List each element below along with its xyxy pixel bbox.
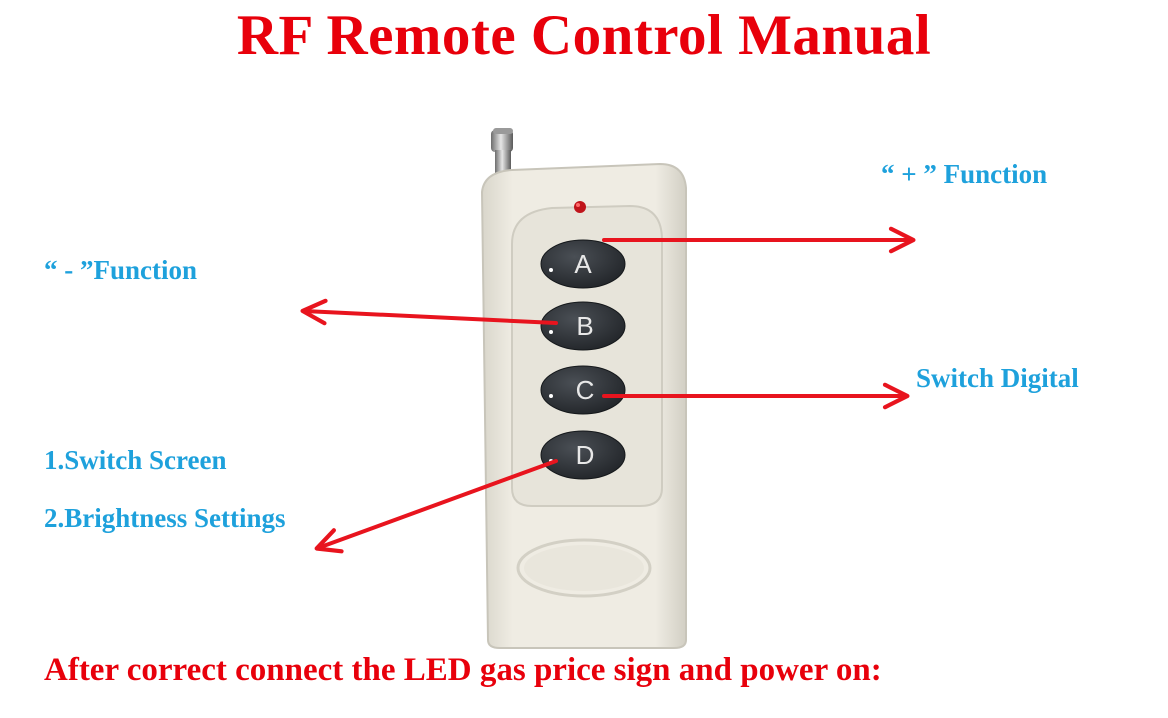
switch-screen-label: 1.Switch Screen [44, 445, 227, 475]
button-panel [511, 204, 663, 507]
arrow-d-screen-brightness [314, 459, 558, 554]
button-a-label: A [574, 249, 592, 279]
button-d: D [540, 430, 626, 480]
brightness-settings-label: 2.Brightness Settings [44, 503, 286, 533]
button-c-label: C [576, 375, 595, 405]
button-b: B [540, 301, 626, 351]
button-c: C [540, 365, 626, 415]
button-d-label: D [576, 440, 595, 470]
power-on-instruction: After correct connect the LED gas price … [44, 652, 882, 688]
button-a: A [540, 239, 626, 289]
button-b-label: B [576, 311, 593, 341]
minus-function-label: “ - ”Function [44, 255, 198, 285]
switch-digital-label: Switch Digital [916, 363, 1079, 393]
led-indicator [574, 201, 586, 213]
plus-function-label: “ + ” Function [881, 159, 1048, 189]
arrow-b-minus [300, 298, 558, 326]
bottom-groove [516, 538, 652, 598]
page-title: RF Remote Control Manual [236, 4, 932, 67]
